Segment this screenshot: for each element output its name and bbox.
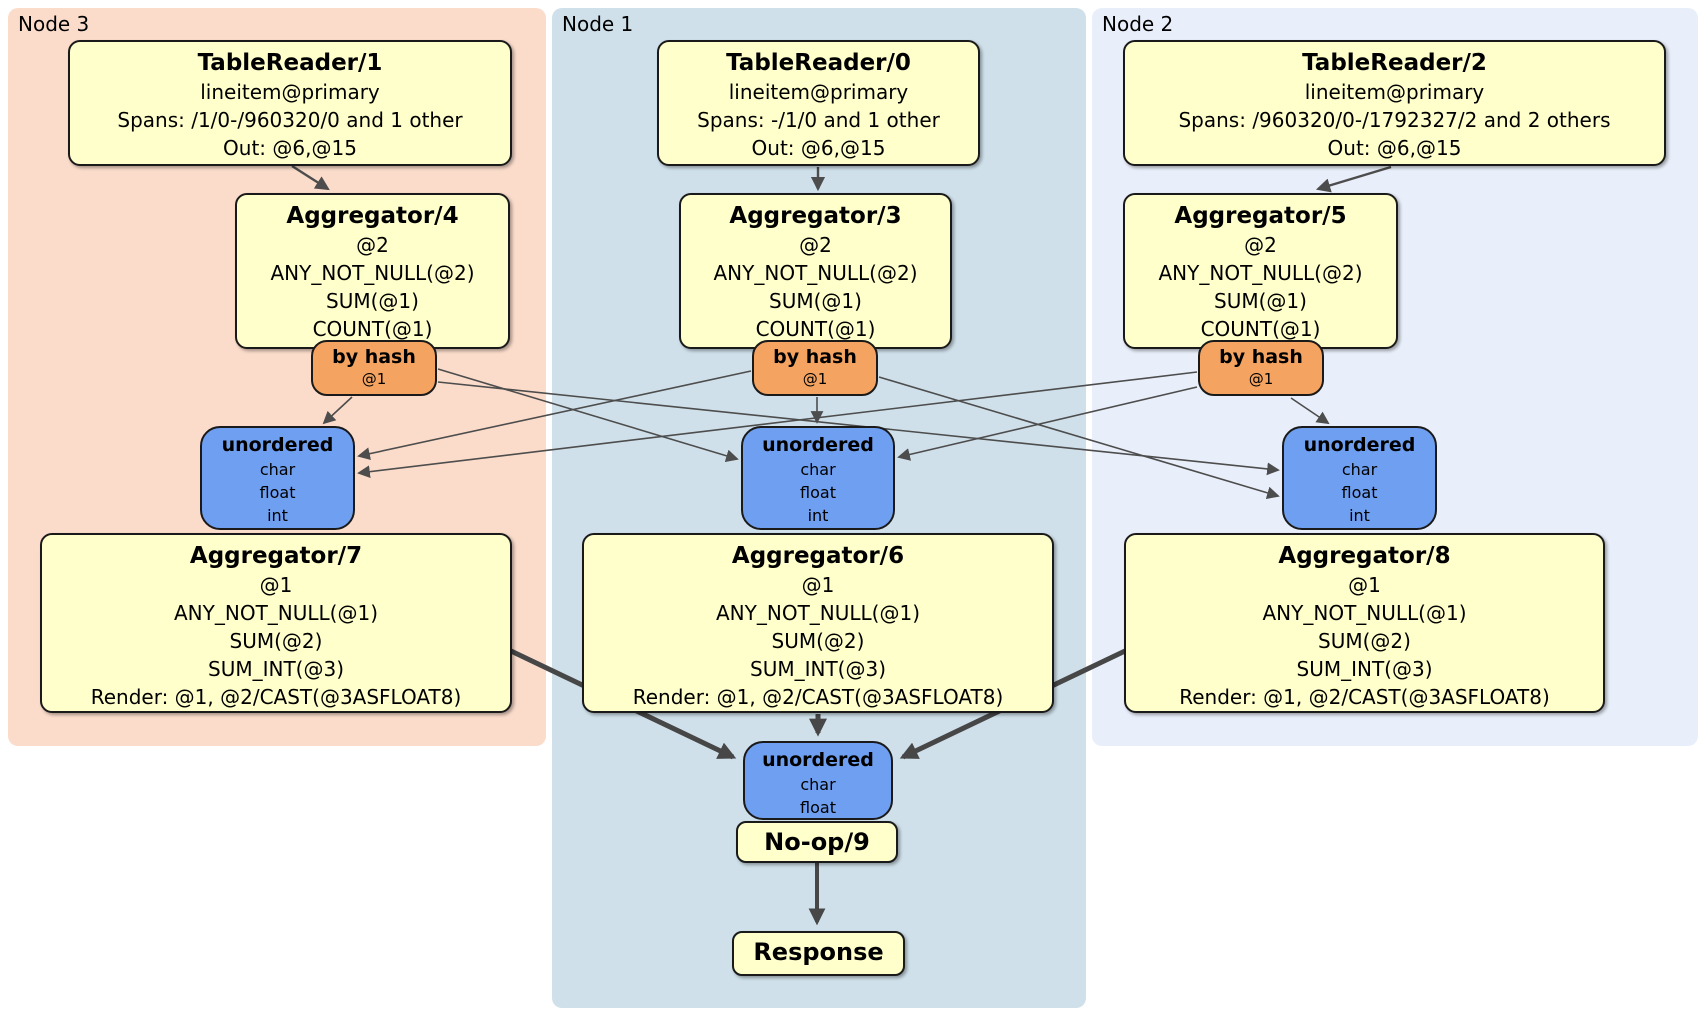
- processor-line: COUNT(@1): [312, 317, 433, 341]
- processor-aggregator-7: Aggregator/7 @1 ANY_NOT_NULL(@1) SUM(@2)…: [40, 533, 512, 713]
- processor-line: ANY_NOT_NULL(@1): [1262, 601, 1467, 625]
- processor-line: Spans: /960320/0-/1792327/2 and 2 others: [1178, 108, 1611, 132]
- processor-line: SUM(@2): [1318, 629, 1411, 653]
- processor-line: SUM(@1): [769, 289, 862, 313]
- stream-type: char: [800, 775, 836, 794]
- processor-title: Aggregator/3: [729, 203, 902, 229]
- edge-byhash3-unordered1: [437, 368, 739, 462]
- processor-line: COUNT(@1): [1200, 317, 1321, 341]
- stream-type: int: [267, 506, 288, 525]
- group-label-node2: Node 2: [1102, 12, 1174, 36]
- processor-line: lineitem@primary: [200, 80, 380, 104]
- processor-title: TableReader/2: [1302, 50, 1487, 76]
- edge-byhash2-unordered1: [897, 386, 1198, 461]
- stream-type: char: [259, 460, 296, 479]
- processor-aggregator-5: Aggregator/5 @2 ANY_NOT_NULL(@2) SUM(@1)…: [1123, 193, 1398, 349]
- stream-label: unordered: [221, 434, 334, 456]
- processor-line: Render: @1, @2/CAST(@3ASFLOAT8): [632, 685, 1004, 709]
- processor-noop-9: No-op/9: [736, 821, 898, 863]
- stream-type: float: [800, 483, 836, 502]
- stream-type: int: [807, 506, 829, 525]
- processor-line: Out: @6,@15: [1327, 136, 1462, 160]
- router-label: by hash: [1219, 346, 1303, 368]
- router-by-hash-node3: by hash @1: [311, 340, 437, 396]
- processor-line: Spans: /1/0-/960320/0 and 1 other: [117, 108, 463, 132]
- edge-tablereader1-aggregator4: [291, 164, 330, 191]
- processor-title: Aggregator/5: [1174, 203, 1347, 229]
- processor-line: Out: @6,@15: [223, 136, 357, 160]
- processor-line: SUM(@1): [1214, 289, 1307, 313]
- processor-tablereader-2: TableReader/2 lineitem@primary Spans: /9…: [1123, 40, 1666, 166]
- processor-line: Out: @6,@15: [751, 136, 886, 160]
- edge-byhash1-unordered2: [878, 376, 1280, 500]
- processor-aggregator-4: Aggregator/4 @2 ANY_NOT_NULL(@2) SUM(@1)…: [235, 193, 510, 349]
- stream-unordered-node3: unordered char float int: [200, 426, 355, 530]
- processor-tablereader-0: TableReader/0 lineitem@primary Spans: -/…: [657, 40, 980, 166]
- group-label-node1: Node 1: [562, 12, 634, 36]
- processor-line: @1: [801, 573, 835, 597]
- router-detail: @1: [1248, 370, 1274, 388]
- processor-line: COUNT(@1): [755, 317, 876, 341]
- processor-line: SUM(@1): [326, 289, 419, 313]
- processor-line: SUM_INT(@3): [1296, 657, 1433, 681]
- processor-title: TableReader/0: [726, 50, 911, 76]
- stream-type: float: [259, 483, 296, 502]
- processor-aggregator-6: Aggregator/6 @1 ANY_NOT_NULL(@1) SUM(@2)…: [582, 533, 1054, 713]
- router-label: by hash: [332, 346, 416, 368]
- router-by-hash-node1: by hash @1: [752, 340, 878, 396]
- stream-unordered-node2: unordered char float int: [1282, 426, 1437, 530]
- processor-line: Render: @1, @2/CAST(@3ASFLOAT8): [1179, 685, 1550, 709]
- processor-title: Aggregator/6: [731, 543, 905, 569]
- processor-title: Aggregator/4: [286, 203, 459, 229]
- processor-tablereader-1: TableReader/1 lineitem@primary Spans: /1…: [68, 40, 512, 166]
- router-label: by hash: [773, 346, 857, 368]
- stream-label: unordered: [762, 749, 874, 771]
- processor-line: Spans: -/1/0 and 1 other: [697, 108, 940, 132]
- processor-line: SUM(@2): [771, 629, 865, 653]
- stream-unordered-node1: unordered char float int: [741, 426, 895, 530]
- processor-line: @1: [259, 573, 293, 597]
- edge-byhash2-unordered3: [357, 371, 1198, 479]
- router-by-hash-node2: by hash @1: [1198, 340, 1324, 396]
- edge-byhash3-unordered3: [322, 396, 353, 425]
- processor-line: @1: [1348, 573, 1381, 597]
- processor-title: TableReader/1: [197, 50, 383, 76]
- stream-type: float: [800, 798, 836, 817]
- processor-line: SUM_INT(@3): [208, 657, 344, 681]
- processor-line: @2: [356, 233, 389, 257]
- edge-byhash1-unordered3: [357, 370, 752, 460]
- group-label-node3: Node 3: [18, 12, 90, 36]
- stream-label: unordered: [1303, 434, 1416, 456]
- processor-line: SUM_INT(@3): [750, 657, 886, 681]
- stream-unordered-final: unordered char float: [743, 741, 893, 820]
- stream-type: float: [1341, 483, 1378, 502]
- processor-title: Aggregator/8: [1278, 543, 1451, 569]
- processor-title: Aggregator/7: [189, 543, 363, 569]
- processor-line: ANY_NOT_NULL(@2): [270, 261, 475, 285]
- stream-label: unordered: [762, 434, 874, 456]
- router-detail: @1: [802, 370, 828, 388]
- processor-line: lineitem@primary: [1304, 80, 1485, 104]
- edge-tablereader2-aggregator5: [1315, 165, 1392, 193]
- processor-line: lineitem@primary: [728, 80, 909, 104]
- processor-aggregator-8: Aggregator/8 @1 ANY_NOT_NULL(@1) SUM(@2)…: [1124, 533, 1605, 713]
- stream-type: char: [800, 460, 836, 479]
- processor-line: ANY_NOT_NULL(@2): [713, 261, 918, 285]
- processor-title: No-op/9: [764, 828, 870, 856]
- stream-type: int: [1349, 506, 1370, 525]
- processor-line: ANY_NOT_NULL(@2): [1158, 261, 1363, 285]
- processor-line: ANY_NOT_NULL(@1): [174, 601, 378, 625]
- processor-line: Render: @1, @2/CAST(@3ASFLOAT8): [90, 685, 462, 709]
- processor-aggregator-3: Aggregator/3 @2 ANY_NOT_NULL(@2) SUM(@1)…: [679, 193, 952, 349]
- processor-line: @2: [1244, 233, 1277, 257]
- processor-title: Response: [753, 938, 884, 966]
- stream-type: char: [1341, 460, 1378, 479]
- processor-line: SUM(@2): [229, 629, 323, 653]
- processor-response: Response: [732, 931, 905, 976]
- processor-line: ANY_NOT_NULL(@1): [716, 601, 920, 625]
- router-detail: @1: [361, 370, 387, 388]
- edge-byhash2-unordered2: [1290, 397, 1330, 425]
- processor-line: @2: [799, 233, 832, 257]
